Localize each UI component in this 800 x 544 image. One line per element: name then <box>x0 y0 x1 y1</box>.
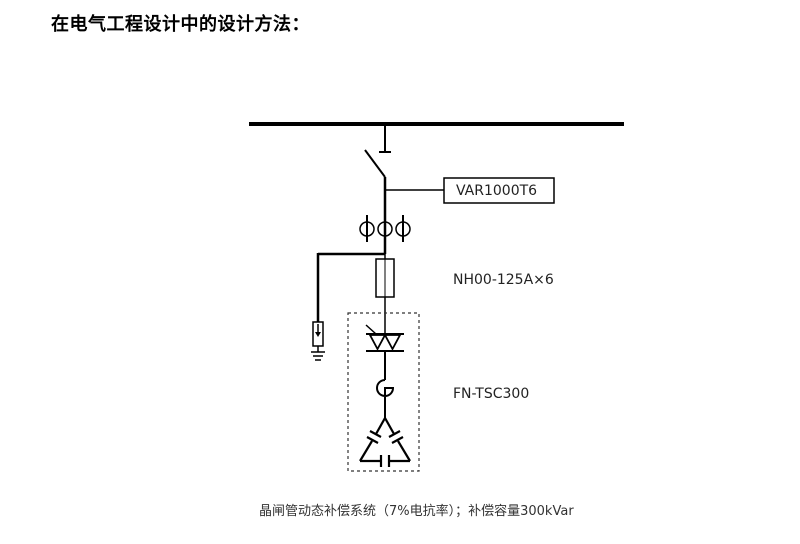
meter-label: VAR1000T6 <box>456 183 538 199</box>
capacitor-bank <box>359 405 411 467</box>
tsc-module-label: FN-TSC300 <box>453 386 530 402</box>
meter-box <box>443 177 555 204</box>
current-transformers <box>359 215 411 242</box>
ground-icon <box>311 351 325 361</box>
page-title: 在电气工程设计中的设计方法： <box>51 14 310 35</box>
surge-arrester <box>312 321 324 352</box>
diagram-caption: 晶闸管动态补偿系统（7%电抗率）；补偿容量300kVar <box>259 504 574 519</box>
isolator-switch-blade <box>364 149 386 178</box>
fuse-label: NH00-125A×6 <box>453 272 554 288</box>
reactor <box>376 379 395 405</box>
tsc-module-frame <box>347 312 420 472</box>
